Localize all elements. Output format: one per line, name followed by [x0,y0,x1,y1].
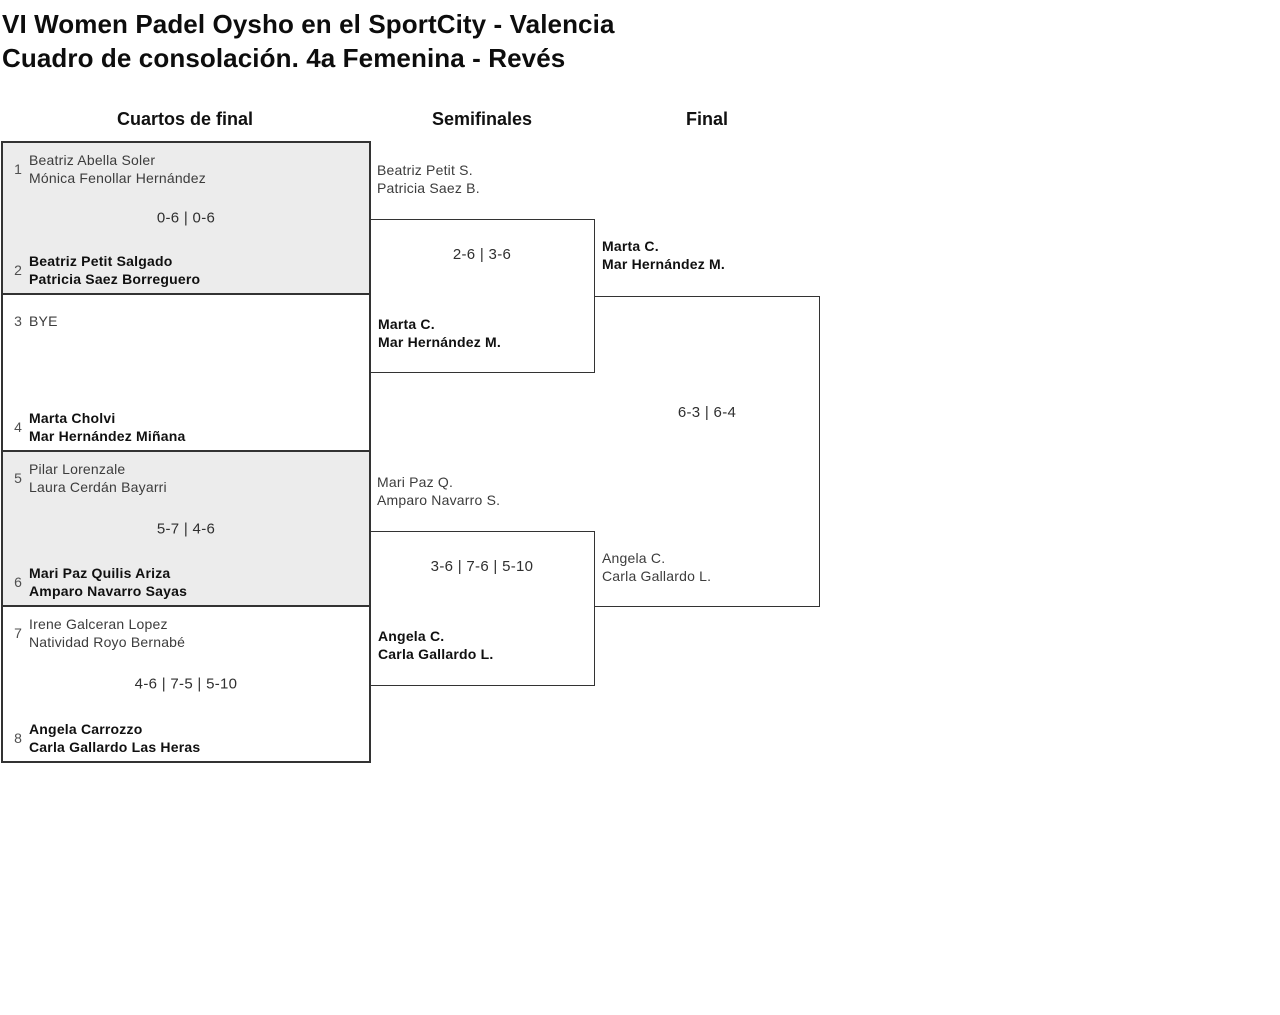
final-score: 6-3 | 6-4 [677,404,737,421]
sf2-top-team: Mari Paz Q. Amparo Navarro S. [377,473,500,509]
team-row: 2 Beatriz Petit Salgado Patricia Saez Bo… [3,252,369,288]
player-name: Pilar Lorenzale [29,461,126,477]
sf-match-1: 2-6 | 3-6 Marta C. Mar Hernández M. [369,219,595,373]
player-name: Patricia Saez B. [377,180,480,196]
team-names: Beatriz Petit Salgado Patricia Saez Borr… [29,252,200,288]
team-names: Beatriz Abella Soler Mónica Fenollar Her… [29,151,206,187]
qf-match-2: 3 BYE 4 Marta Cholvi Mar Hernández Miñan… [1,293,371,452]
team-row: 4 Marta Cholvi Mar Hernández Miñana [3,409,369,445]
team-names: Pilar Lorenzale Laura Cerdán Bayarri [29,460,167,496]
player-name: BYE [29,313,58,329]
team-row: 3 BYE [3,303,369,339]
sf2-winner-team: Angela C. Carla Gallardo L. [378,627,493,663]
seed-number: 6 [14,574,22,590]
match-score: 5-7 | 4-6 [156,520,216,537]
player-name: Laura Cerdán Bayarri [29,479,167,495]
player-name: Carla Gallardo Las Heras [29,739,201,755]
final-top-team: Marta C. Mar Hernández M. [602,237,725,273]
sf-match-2: 3-6 | 7-6 | 5-10 Angela C. Carla Gallard… [369,531,595,686]
seed-number: 3 [14,313,22,329]
team-names: BYE [29,303,58,339]
page-title: VI Women Padel Oysho en el SportCity - V… [2,7,615,75]
player-name: Mari Paz Quilis Ariza [29,565,171,581]
sf1-top-team: Beatriz Petit S. Patricia Saez B. [377,161,480,197]
player-name: Mónica Fenollar Hernández [29,170,206,186]
player-name: Natividad Royo Bernabé [29,634,186,650]
match-score: 0-6 | 0-6 [156,209,216,227]
player-name: Marta C. [378,316,435,332]
player-name: Beatriz Abella Soler [29,152,156,168]
seed-number: 2 [14,262,22,278]
team-row: 8 Angela Carrozzo Carla Gallardo Las Her… [3,720,369,756]
player-name: Beatriz Petit Salgado [29,253,173,269]
final-bottom-team: Angela C. Carla Gallardo L. [602,549,711,585]
player-name: Carla Gallardo L. [378,646,494,662]
team-row: 5 Pilar Lorenzale Laura Cerdán Bayarri [3,460,369,496]
title-line-1: VI Women Padel Oysho en el SportCity - V… [2,9,615,39]
team-row: 6 Mari Paz Quilis Ariza Amparo Navarro S… [3,564,369,600]
round-header-final: Final [685,109,728,129]
player-name: Marta Cholvi [29,410,116,426]
seed-number: 8 [14,730,22,746]
match-score: 2-6 | 3-6 [452,246,512,263]
qf-match-1: 1 Beatriz Abella Soler Mónica Fenollar H… [1,141,371,295]
player-name: Mar Hernández M. [602,256,725,272]
player-name: Mari Paz Q. [377,474,454,490]
seed-number: 1 [14,161,22,177]
qf-match-4: 7 Irene Galceran Lopez Natividad Royo Be… [1,605,371,763]
team-names: Mari Paz Quilis Ariza Amparo Navarro Say… [29,564,187,600]
seed-number: 4 [14,419,22,435]
round-header-semifinals: Semifinales [431,109,533,129]
match-score: 4-6 | 7-5 | 5-10 [134,675,238,693]
player-name: Mar Hernández Miñana [29,428,186,444]
round-header-quarterfinals: Cuartos de final [116,109,254,129]
player-name: Marta C. [602,238,659,254]
player-name: Beatriz Petit S. [377,162,473,178]
final-match-outline [594,296,820,607]
player-name: Amparo Navarro S. [377,492,501,508]
player-name: Amparo Navarro Sayas [29,583,188,599]
player-name: Mar Hernández M. [378,334,501,350]
team-names: Irene Galceran Lopez Natividad Royo Bern… [29,615,185,651]
seed-number: 7 [14,625,22,641]
player-name: Angela C. [378,628,445,644]
player-name: Angela Carrozzo [29,721,143,737]
qf-match-3: 5 Pilar Lorenzale Laura Cerdán Bayarri 5… [1,450,371,607]
seed-number: 5 [14,470,22,486]
team-row: 7 Irene Galceran Lopez Natividad Royo Be… [3,615,369,651]
player-name: Irene Galceran Lopez [29,616,168,632]
team-names: Angela Carrozzo Carla Gallardo Las Heras [29,720,200,756]
player-name: Carla Gallardo L. [602,568,712,584]
player-name: Patricia Saez Borreguero [29,271,201,287]
team-row: 1 Beatriz Abella Soler Mónica Fenollar H… [3,151,369,187]
team-names: Marta Cholvi Mar Hernández Miñana [29,409,185,445]
sf1-winner-team: Marta C. Mar Hernández M. [378,315,501,351]
match-score: 3-6 | 7-6 | 5-10 [430,558,534,575]
title-line-2: Cuadro de consolación. 4a Femenina - Rev… [2,43,566,73]
player-name: Angela C. [602,550,666,566]
